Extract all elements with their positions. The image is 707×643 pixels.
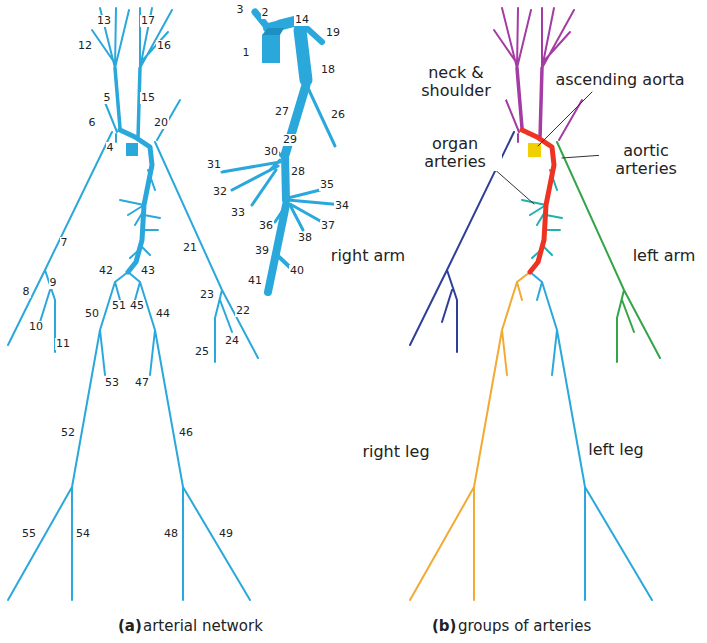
caption-text: arterial network bbox=[143, 618, 263, 635]
callout-number: 48 bbox=[163, 528, 179, 541]
callout-number: 46 bbox=[178, 427, 194, 440]
callout-number: 27 bbox=[274, 106, 290, 119]
callout-number: 47 bbox=[134, 377, 150, 390]
group-label: right arm bbox=[329, 247, 407, 265]
group-label: organ arteries bbox=[408, 135, 502, 172]
callout-number: 41 bbox=[247, 275, 263, 288]
callout-number: 30 bbox=[263, 146, 279, 159]
callout-number: 26 bbox=[330, 109, 346, 122]
callout-number: 7 bbox=[60, 237, 69, 250]
callout-number: 1 bbox=[242, 47, 251, 60]
caption-letter: (b) bbox=[432, 618, 456, 635]
callout-number: 49 bbox=[218, 528, 234, 541]
callout-number: 24 bbox=[224, 335, 240, 348]
caption-text: groups of arteries bbox=[458, 618, 591, 635]
callout-number: 2 bbox=[261, 7, 270, 20]
callout-number: 4 bbox=[106, 142, 115, 155]
callout-number: 19 bbox=[325, 27, 341, 40]
callout-number: 34 bbox=[334, 200, 350, 213]
callout-number: 37 bbox=[320, 220, 336, 233]
callout-number: 25 bbox=[194, 346, 210, 359]
callout-number: 42 bbox=[98, 265, 114, 278]
group-label: ascending aorta bbox=[553, 71, 686, 89]
callout-number: 55 bbox=[21, 528, 37, 541]
callout-number: 17 bbox=[140, 15, 156, 28]
callout-number: 38 bbox=[297, 232, 313, 245]
callout-number: 35 bbox=[319, 179, 335, 192]
callout-number: 18 bbox=[320, 64, 336, 77]
callout-number: 43 bbox=[140, 265, 156, 278]
inset-network bbox=[222, 12, 343, 292]
group-label: aortic arteries bbox=[599, 142, 693, 179]
callout-number: 53 bbox=[104, 377, 120, 390]
callout-number: 40 bbox=[289, 265, 305, 278]
callout-number: 54 bbox=[75, 528, 91, 541]
callout-number: 15 bbox=[140, 92, 156, 105]
callout-number: 5 bbox=[103, 92, 112, 105]
callout-number: 11 bbox=[55, 338, 71, 351]
callout-number: 20 bbox=[153, 117, 169, 130]
callout-number: 29 bbox=[282, 134, 298, 147]
callout-number: 8 bbox=[22, 286, 31, 299]
callout-number: 44 bbox=[155, 308, 171, 321]
group-label: left leg bbox=[586, 441, 645, 459]
callout-number: 32 bbox=[212, 186, 228, 199]
caption-letter: (a) bbox=[118, 618, 142, 635]
callout-number: 31 bbox=[206, 159, 222, 172]
callout-number: 6 bbox=[88, 117, 97, 130]
callout-number: 36 bbox=[258, 220, 274, 233]
callout-number: 45 bbox=[129, 300, 145, 313]
callout-number: 14 bbox=[294, 14, 310, 27]
callout-number: 50 bbox=[84, 308, 100, 321]
callout-number: 51 bbox=[111, 300, 127, 313]
callout-number: 52 bbox=[60, 427, 76, 440]
group-label: left arm bbox=[631, 247, 698, 265]
callout-number: 23 bbox=[199, 289, 215, 302]
callout-number: 3 bbox=[236, 4, 245, 17]
callout-number: 16 bbox=[156, 40, 172, 53]
callout-number: 39 bbox=[254, 245, 270, 258]
callout-number: 12 bbox=[77, 40, 93, 53]
group-label: right leg bbox=[360, 443, 431, 461]
callout-number: 9 bbox=[49, 277, 58, 290]
callout-number: 22 bbox=[235, 305, 251, 318]
callout-number: 33 bbox=[230, 207, 246, 220]
group-label: neck & shoulder bbox=[406, 64, 506, 101]
callout-number: 21 bbox=[182, 242, 198, 255]
arterial-network bbox=[8, 8, 258, 600]
callout-number: 13 bbox=[96, 15, 112, 28]
callout-number: 10 bbox=[28, 321, 44, 334]
leader-line bbox=[484, 92, 604, 204]
callout-number: 28 bbox=[290, 166, 306, 179]
